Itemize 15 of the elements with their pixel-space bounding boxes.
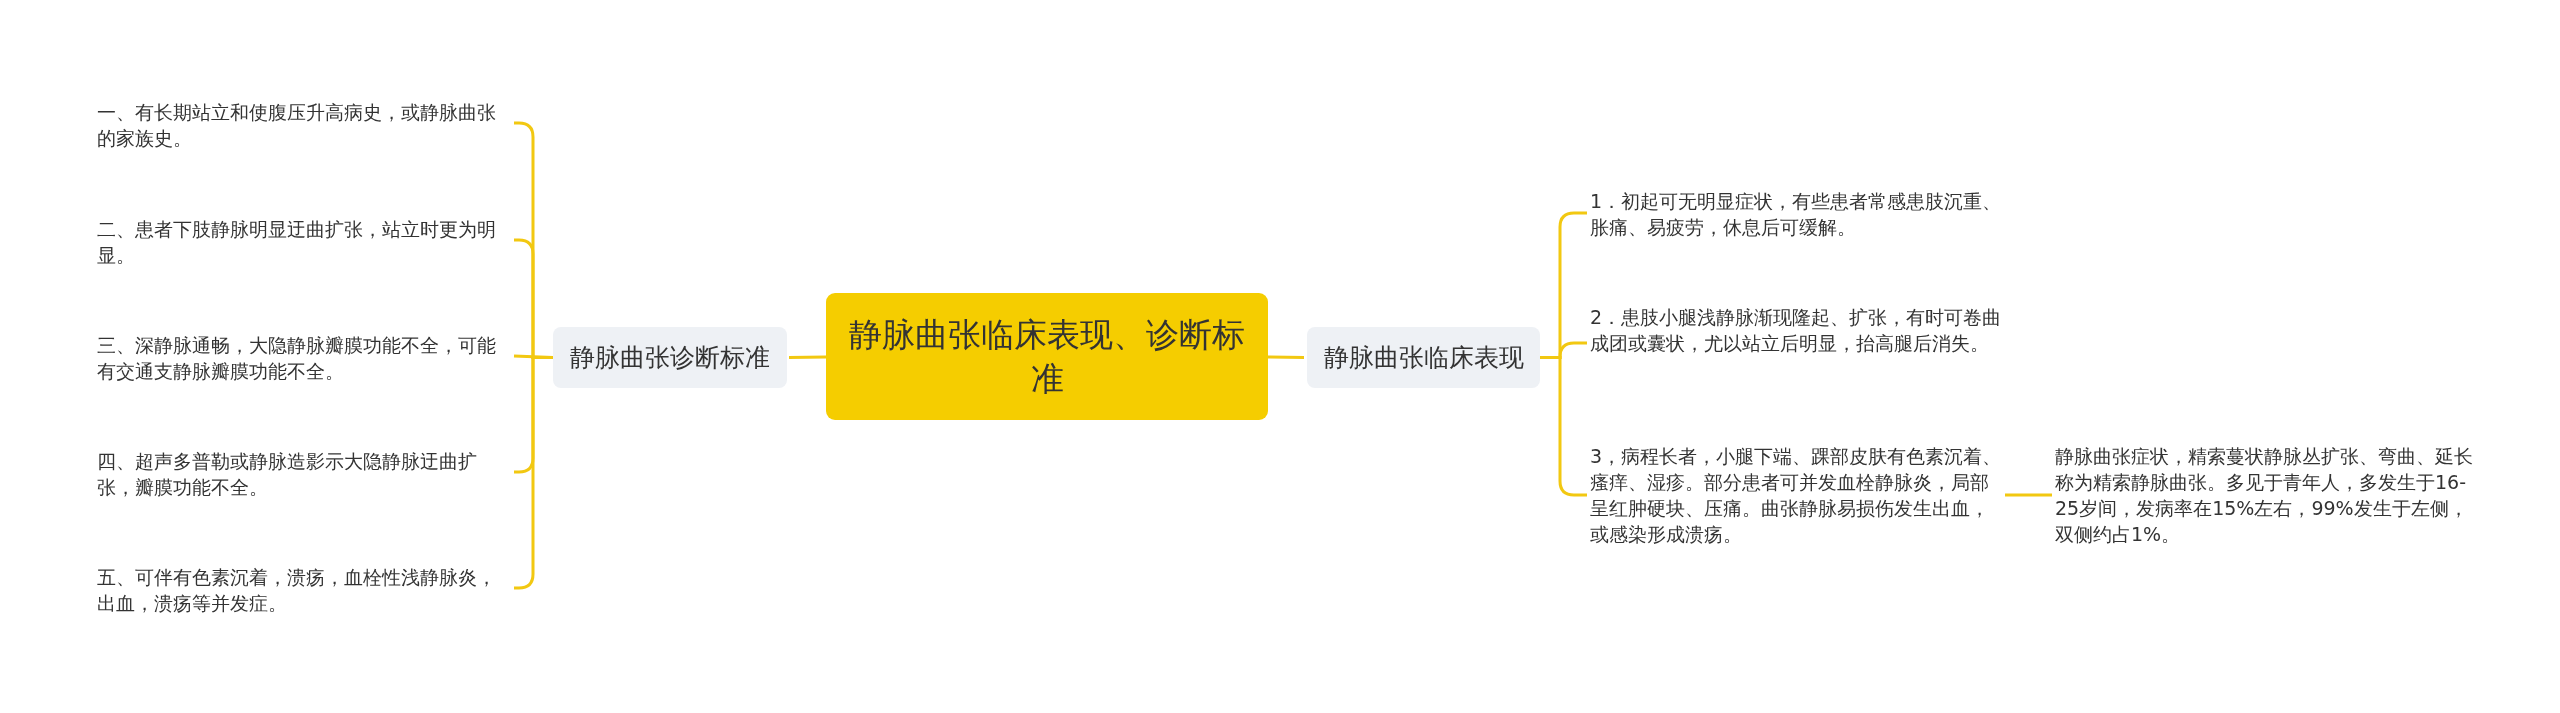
branch-topic-box: 静脉曲张临床表现	[1307, 327, 1540, 388]
leaf-text: 二、患者下肢静脉明显迂曲扩张，站立时更为明显。	[97, 216, 512, 268]
connector-line	[788, 355, 827, 359]
leaf-text: 三、深静脉通畅，大隐静脉瓣膜功能不全，可能有交通支静脉瓣膜功能不全。	[97, 332, 512, 384]
branch-topic-box: 静脉曲张诊断标准	[553, 327, 787, 388]
leaf-text: 2．患肢小腿浅静脉渐现隆起、扩张，有时可卷曲成团或囊状，尤以站立后明显，抬高腿后消失。	[1590, 304, 2005, 382]
leaf-text: 1．初起可无明显症状，有些患者常感患肢沉重、胀痛、易疲劳，休息后可缓解。	[1590, 188, 2005, 240]
connector-line	[2005, 493, 2052, 497]
central-topic-box: 静脉曲张临床表现、诊断标准	[826, 293, 1268, 420]
leaf-text: 一、有长期站立和使腹压升高病史，或静脉曲张的家族史。	[97, 99, 512, 151]
leaf-text: 五、可伴有色素沉着，溃疡，血栓性浅静脉炎，出血，溃疡等并发症。	[97, 564, 512, 616]
connector-line	[1267, 355, 1305, 359]
leaf-text: 静脉曲张症状，精索蔓状静脉丛扩张、弯曲、延长称为精索静脉曲张。多见于青年人，多发生于16-25岁间，发病率在15%左右，99%发生于左侧，双侧约占1%。	[2055, 443, 2475, 547]
leaf-text: 四、超声多普勒或静脉造影示大隐静脉迂曲扩张，瓣膜功能不全。	[97, 448, 512, 500]
leaf-text: 3，病程长者，小腿下端、踝部皮肤有色素沉着、瘙痒、湿疹。部分患者可并发血栓静脉炎，局部呈红肿硬块、压痛。曲张静脉易损伤发生出血，或感染形成溃疡。	[1590, 443, 2005, 547]
